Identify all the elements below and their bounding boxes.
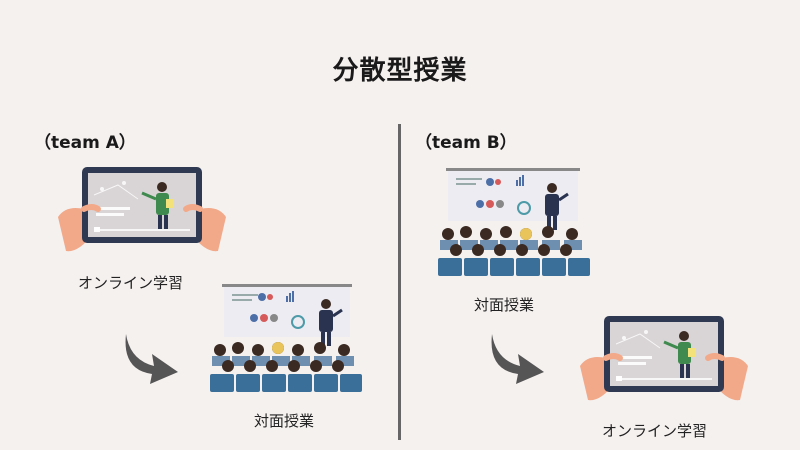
column-divider xyxy=(398,124,401,440)
flow-arrow-a-icon xyxy=(120,330,182,386)
team-a-step2-caption: 対面授業 xyxy=(254,412,315,430)
page-title: 分散型授業 xyxy=(332,56,468,86)
team-a-step1-caption: オンライン学習 xyxy=(78,274,184,292)
team-b-step2-caption: オンライン学習 xyxy=(602,422,708,440)
team-b-label: （team B） xyxy=(415,133,517,153)
tablet-online-illustration-b xyxy=(580,314,748,406)
classroom-illustration-b xyxy=(436,166,592,278)
team-b-step1-caption: 対面授業 xyxy=(474,296,535,314)
classroom-illustration-a xyxy=(208,282,364,394)
tablet-online-illustration-a xyxy=(58,165,226,257)
team-a-label: （team A） xyxy=(34,133,136,153)
flow-arrow-b-icon xyxy=(486,330,548,386)
